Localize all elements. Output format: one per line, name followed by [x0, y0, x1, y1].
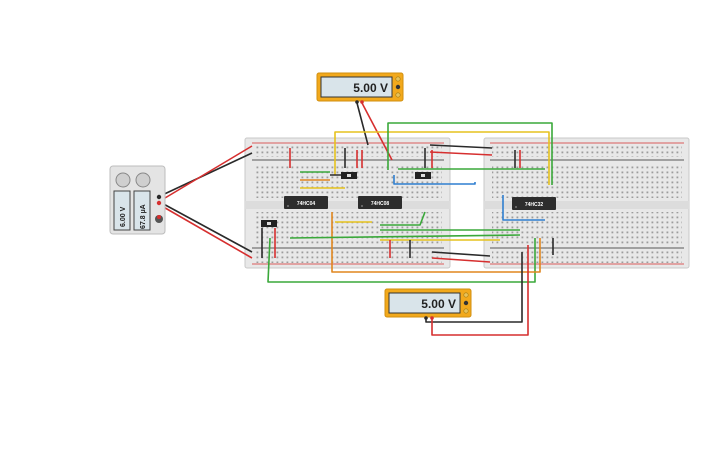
mode-ohmmeter-icon[interactable] — [395, 92, 401, 98]
wire-psu-red-top — [159, 145, 253, 202]
psu-power-led — [157, 215, 161, 219]
chip-74hc08[interactable]: 74HC08 — [358, 196, 402, 209]
wire-rail-bridge-black — [429, 144, 493, 149]
slide-switch-1[interactable] — [341, 172, 357, 179]
bottom-meter-com-terminal[interactable] — [424, 316, 428, 320]
chip-74hc04-label: 74HC04 — [297, 201, 316, 207]
chip-74hc04[interactable]: 74HC04 — [284, 196, 328, 209]
mode-ohmmeter-icon[interactable] — [463, 308, 469, 314]
wire-blue-right — [502, 195, 545, 221]
psu-current-display: 67.8 µA — [140, 204, 147, 229]
bottom-meter-reading: 5.00 V — [421, 297, 456, 311]
power-supply[interactable]: 6.00 V 67.8 µA — [109, 165, 166, 235]
psu-positive-terminal[interactable] — [156, 200, 162, 206]
wire-rail-bridge-red — [429, 151, 493, 156]
mode-ammeter-icon[interactable] — [463, 292, 469, 298]
bottom-meter-v-terminal[interactable] — [430, 316, 434, 320]
top-meter-reading: 5.00 V — [353, 81, 388, 95]
wire-psu-red-bottom — [159, 204, 253, 259]
hole-grid-left — [254, 145, 442, 263]
wire-green-long-bottom — [267, 237, 536, 283]
top-meter-com-terminal[interactable] — [355, 100, 359, 104]
slide-switch-2[interactable] — [415, 172, 431, 179]
current-knob-icon[interactable] — [135, 172, 151, 188]
chip-74hc32[interactable]: 74HC32 — [512, 197, 556, 210]
multimeter-bottom[interactable]: 5.00 V — [384, 288, 472, 320]
mode-voltmeter-icon[interactable] — [395, 84, 401, 90]
wire-green-top — [387, 122, 553, 185]
wire-yellow-top — [334, 131, 550, 185]
wire-bottom-meter-red — [431, 245, 529, 336]
voltage-knob-icon[interactable] — [115, 172, 131, 188]
chip-74hc08-label: 74HC08 — [371, 201, 390, 207]
multimeter-top[interactable]: 5.00 V — [316, 72, 404, 104]
wire-green-e — [289, 234, 521, 239]
wire-green-c — [380, 211, 426, 226]
hole-grid-right — [492, 145, 682, 263]
wire-bottom-meter-black — [425, 252, 523, 323]
slide-switch-3[interactable] — [261, 220, 277, 227]
top-meter-v-terminal[interactable] — [360, 100, 364, 104]
wires[interactable] — [157, 102, 554, 336]
wire-orange-bottom — [331, 212, 541, 273]
mode-ammeter-icon[interactable] — [395, 76, 401, 82]
wire-top-meter-black — [356, 102, 369, 146]
mode-voltmeter-icon[interactable] — [463, 300, 469, 306]
wire-red-h — [431, 257, 491, 263]
wire-psu-black-bottom — [157, 200, 253, 253]
psu-negative-terminal[interactable] — [156, 194, 162, 200]
psu-voltage-display: 6.00 V — [120, 206, 127, 227]
chip-74hc32-label: 74HC32 — [525, 202, 544, 208]
wire-black-g — [431, 251, 491, 257]
wire-blue-top — [393, 175, 476, 185]
